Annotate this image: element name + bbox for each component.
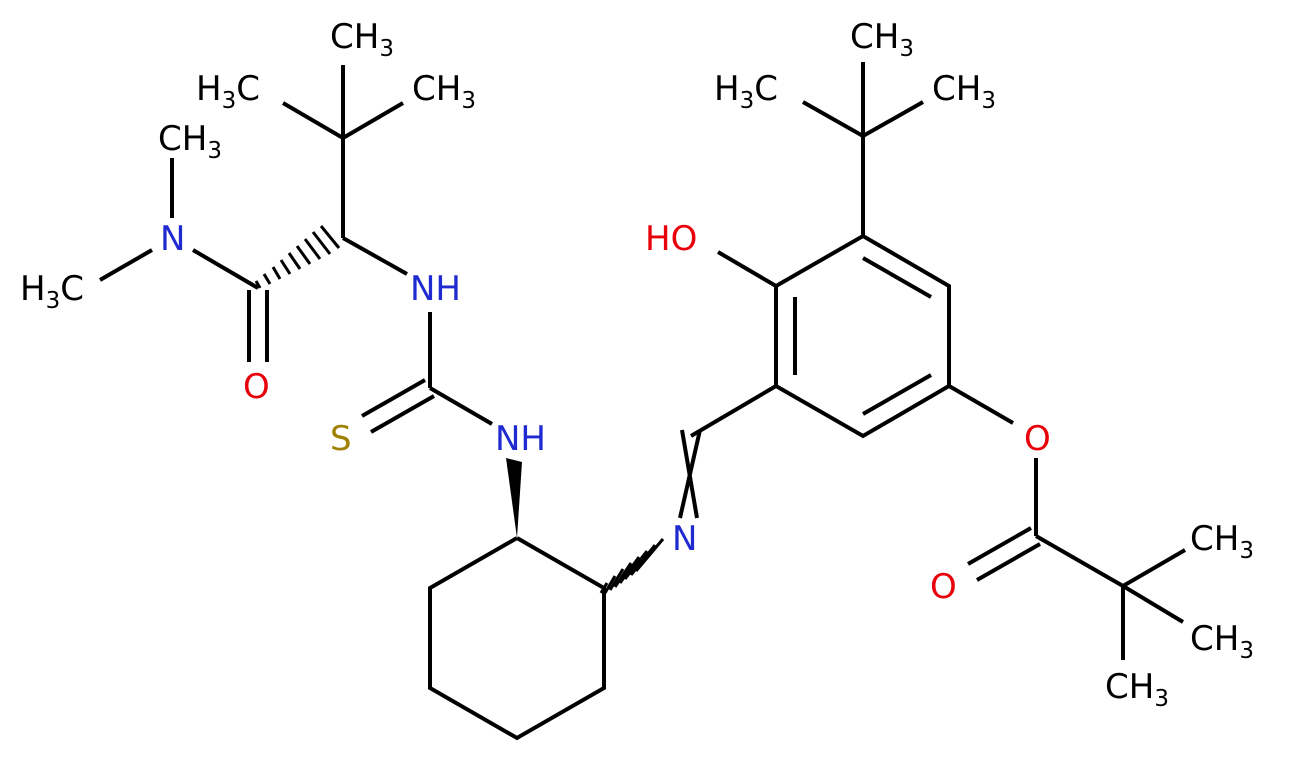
label-ester-o: O xyxy=(1024,419,1051,459)
bond-cs-2 xyxy=(370,394,435,434)
bonds xyxy=(99,62,1187,741)
atom-labels: CH3 H3C N O CH3 H3C CH3 NH S NH N HO CH3… xyxy=(20,17,1254,712)
bond-ester-co-2 xyxy=(976,542,1041,582)
bond-imine-2 xyxy=(678,429,702,519)
aromatic-ring xyxy=(774,233,951,439)
label-amide-n: N xyxy=(160,219,185,259)
bond-n-methyl-left xyxy=(99,248,153,282)
bond-piv-mid xyxy=(1121,584,1185,624)
hashed-wedge-imine xyxy=(599,538,665,594)
label-tbu2-top: CH3 xyxy=(850,17,914,62)
label-nh-upper: NH xyxy=(410,269,461,309)
label-nme-left: H3C xyxy=(20,269,84,314)
label-carbonyl-o: O xyxy=(930,567,957,607)
label-tbu1-right: CH3 xyxy=(412,69,476,114)
label-tbu2-left: H3C xyxy=(714,69,778,114)
bond-tbu2-left xyxy=(802,100,864,138)
bond-cthio-nh2 xyxy=(428,386,494,426)
aromatic-inner-2 xyxy=(862,256,932,299)
label-tbu2-right: CH3 xyxy=(932,69,996,114)
label-s: S xyxy=(330,419,352,459)
label-nh-lower: NH xyxy=(495,419,546,459)
bond-ester-co-1 xyxy=(967,526,1032,566)
label-amide-o: O xyxy=(243,367,270,407)
bond-oh xyxy=(716,250,778,288)
label-piv-bot: CH3 xyxy=(1105,667,1169,712)
label-oh: HO xyxy=(645,219,697,259)
bond-ring-oester xyxy=(947,384,1015,425)
bond-tbu2-right xyxy=(862,100,924,138)
bond-c-quat xyxy=(1035,534,1124,588)
bond-cs-1 xyxy=(361,378,426,418)
label-tbu1-left: H3C xyxy=(196,69,260,114)
bond-n-carbonyl xyxy=(191,248,260,290)
label-piv-mid: CH3 xyxy=(1190,619,1254,664)
aromatic-inner-3 xyxy=(862,373,932,416)
label-piv-top: CH3 xyxy=(1190,519,1254,564)
bond-tbu1-right xyxy=(341,101,405,140)
bond-ch-aromatic xyxy=(689,384,778,438)
cyclohexane-ring xyxy=(428,536,606,741)
solid-wedge-nh xyxy=(506,458,522,538)
label-tbu1-top: CH3 xyxy=(330,17,394,62)
bond-tbu1-left xyxy=(281,101,345,140)
bond-piv-top xyxy=(1121,548,1187,588)
bond-calpha-nh xyxy=(342,236,408,276)
label-imine-n: N xyxy=(672,519,697,559)
hashed-wedge-amide xyxy=(254,225,341,289)
label-nme-top: CH3 xyxy=(158,119,222,164)
